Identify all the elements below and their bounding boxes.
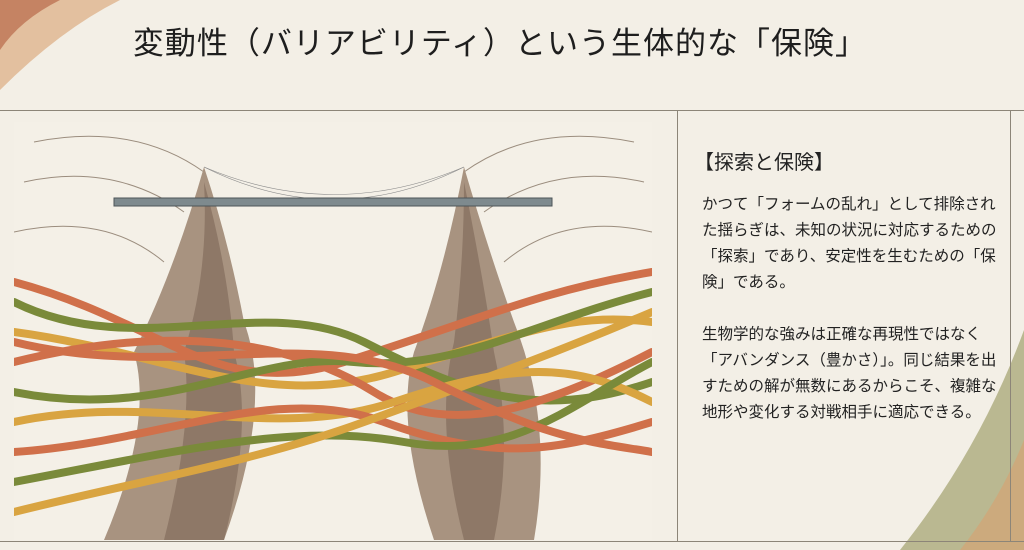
explanation-panel: 【探索と保険】 かつて「フォームの乱れ」として排除された揺らぎは、未知の状況に対…: [694, 146, 1002, 451]
bridge-illustration: [14, 122, 652, 540]
bridge-deck: [113, 197, 553, 207]
divider: [0, 541, 1024, 542]
divider: [677, 110, 678, 542]
divider: [0, 110, 1024, 111]
paragraph: 生物学的な強みは正確な再現性ではなく「アバンダンス（豊かさ）」。同じ結果を出すた…: [702, 325, 997, 421]
divider: [1010, 110, 1011, 542]
section-heading: 【探索と保険】: [694, 150, 834, 174]
paragraph: かつて「フォームの乱れ」として排除された揺らぎは、未知の状況に対応するための「探…: [702, 195, 997, 291]
page-title: 変動性（バリアビリティ）という生体的な「保険」: [132, 26, 868, 62]
